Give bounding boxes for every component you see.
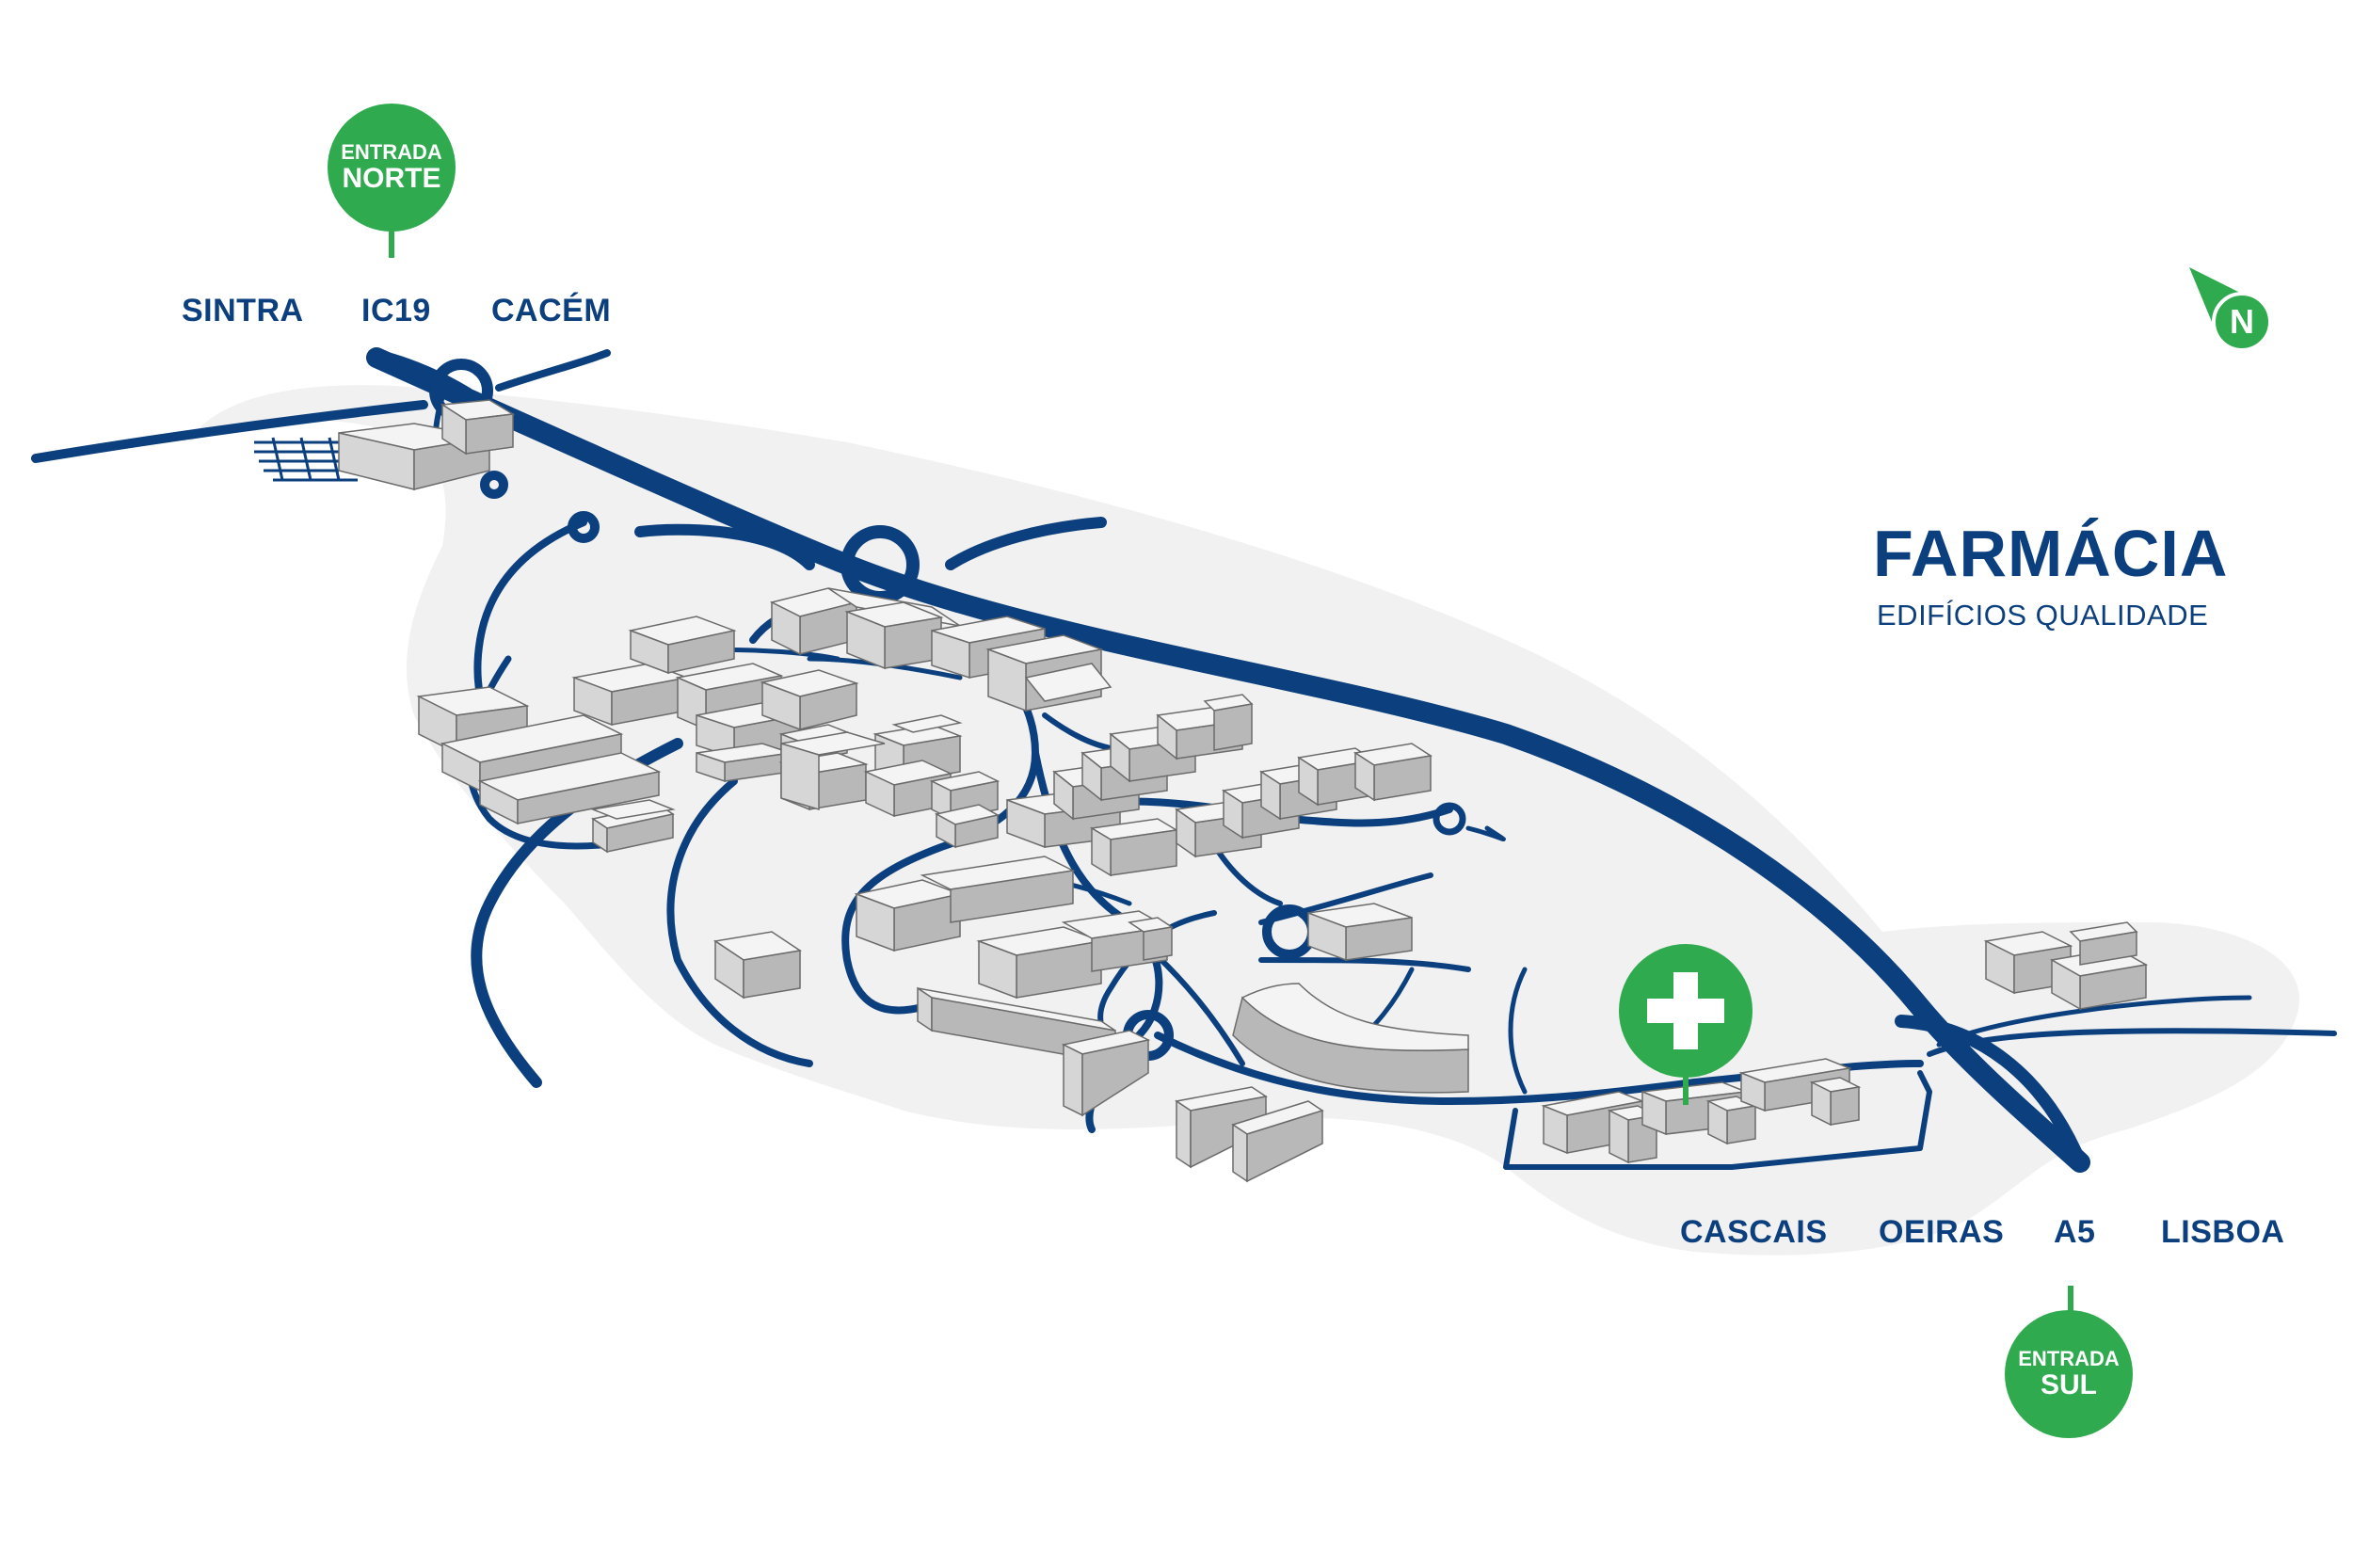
north-label: N [2212, 292, 2272, 352]
entrance-south-marker[interactable]: ENTRADA SUL [2005, 1310, 2133, 1438]
destination-label-ic19: IC19 [361, 293, 431, 328]
building [1231, 1100, 1324, 1183]
building [1024, 663, 1112, 702]
building [976, 926, 1104, 1000]
destination-label-a5: A5 [2054, 1214, 2096, 1250]
pharmacy-pin-stem [1683, 1073, 1689, 1105]
destination-label-cascais: CASCAIS [1680, 1214, 1828, 1250]
building [780, 731, 886, 811]
entrance-north-label-line1: ENTRADA [341, 140, 442, 164]
building [628, 616, 737, 675]
destination-label-oeiras: OEIRAS [1879, 1214, 2005, 1250]
north-parking [254, 437, 376, 482]
pharmacy-cross-icon [1647, 972, 1724, 1049]
entrance-south-pin-stem [2068, 1286, 2073, 1314]
pharmacy-marker[interactable] [1619, 944, 1753, 1078]
building [934, 804, 1000, 849]
building [1089, 818, 1179, 877]
building [713, 931, 802, 1000]
building [1203, 694, 1254, 751]
building [590, 799, 676, 820]
destination-label-cacem: CACÉM [491, 293, 612, 328]
building [440, 399, 516, 456]
destination-label-lisboa: LISBOA [2161, 1214, 2285, 1250]
building [891, 714, 963, 733]
building [920, 856, 1076, 923]
entrance-north-pin-stem [389, 230, 394, 258]
building [1061, 1030, 1151, 1117]
map-subtitle: EDIFÍCIOS QUALIDADE [1877, 599, 2209, 632]
compass-arrow-icon [2189, 267, 2242, 322]
entrance-south-label-line1: ENTRADA [2018, 1347, 2120, 1370]
destination-label-sintra: SINTRA [182, 293, 304, 328]
map-title: FARMÁCIA [1873, 517, 2229, 590]
building [1353, 743, 1433, 802]
entrance-north-label-line2: NORTE [342, 163, 441, 194]
building [1983, 931, 2073, 995]
building-curved [1232, 983, 1469, 1094]
buildings [338, 399, 2149, 1183]
building [854, 879, 963, 952]
building [1705, 1096, 1758, 1145]
entrance-south-label-line2: SUL [2041, 1369, 2097, 1400]
building [571, 663, 690, 727]
highway [366, 347, 2337, 1173]
building [760, 669, 859, 731]
building [1175, 1086, 1268, 1169]
building [1128, 917, 1174, 961]
building [477, 752, 662, 825]
north-compass: N [2185, 265, 2272, 352]
entrance-north-marker[interactable]: ENTRADA NORTE [328, 104, 456, 232]
building [1809, 1077, 1862, 1127]
building [2069, 921, 2138, 966]
building [844, 601, 944, 670]
building [1307, 903, 1413, 962]
